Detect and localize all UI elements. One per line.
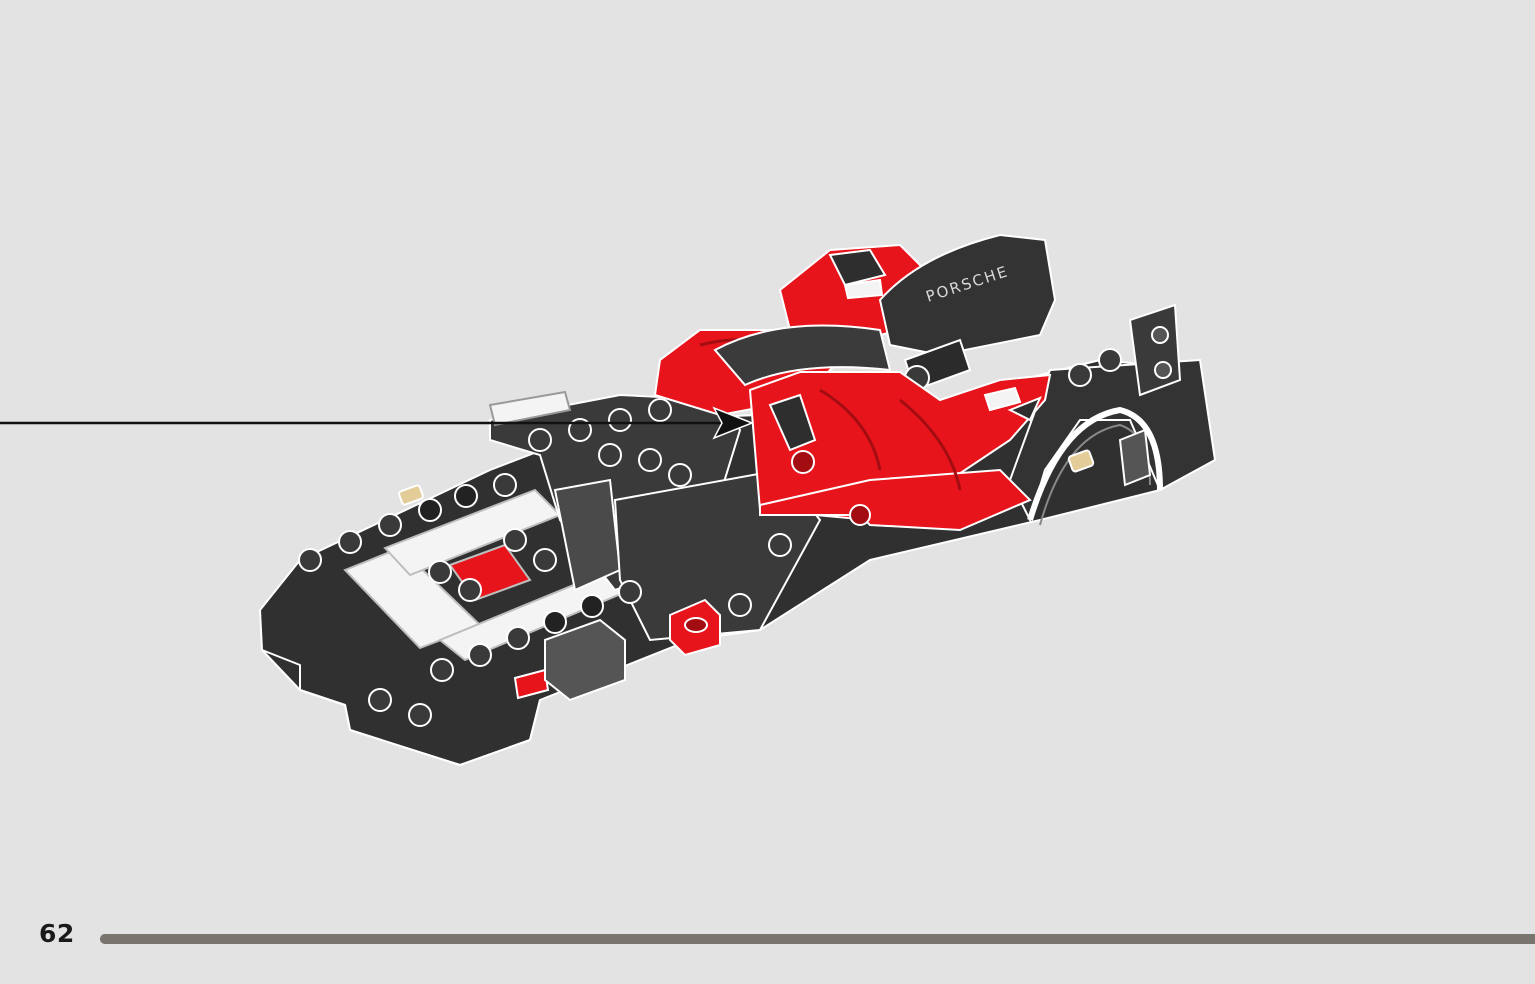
progress-bar [100,934,1535,944]
red-1x1-brick [669,598,721,657]
red-cockpit-assembly [748,371,1052,532]
studs [298,326,1172,727]
technic-connectors [544,428,1152,702]
rear-fin: PORSCHE [878,233,1057,357]
progress-bar-fill [100,934,1535,944]
page-number: 62 [39,919,75,948]
callout-arrow [0,406,755,440]
cockpit-arch [713,324,972,392]
